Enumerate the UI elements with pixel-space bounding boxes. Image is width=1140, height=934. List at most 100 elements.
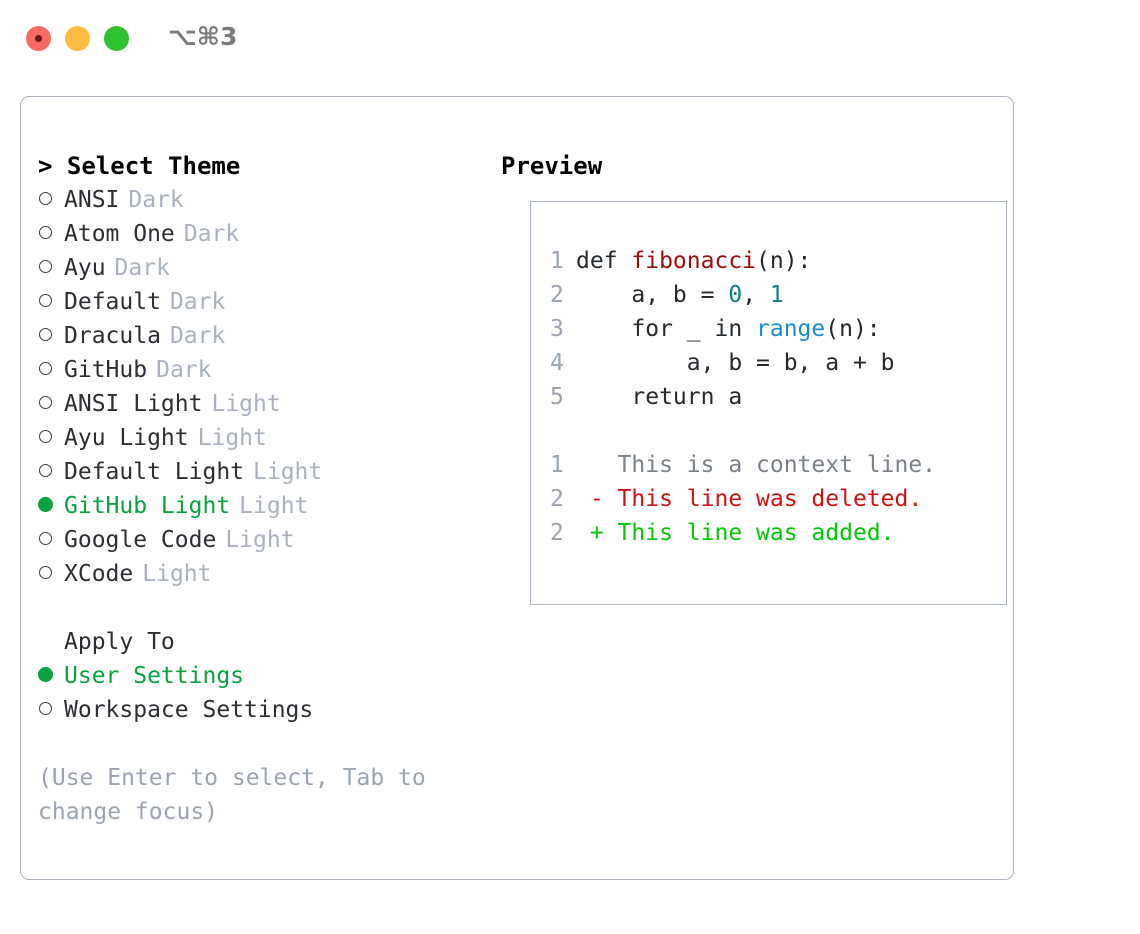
title-bar: ⌥⌘3 (0, 0, 1140, 78)
radio-ring-icon (39, 702, 52, 715)
preview-heading: Preview (501, 152, 603, 180)
line-number: 5 (550, 384, 564, 410)
line-number: 2 (550, 486, 564, 512)
theme-category-tag: Light (225, 527, 295, 553)
apply-to-heading: Apply To (64, 629, 175, 655)
line-number: 1 (550, 248, 564, 274)
radio-ring-icon (39, 566, 52, 579)
code-token: for _ in (576, 316, 757, 342)
code-gap (550, 414, 936, 448)
diff-line: 2 + This line was added. (550, 516, 936, 550)
code-token: , (742, 282, 770, 308)
theme-name: Default (64, 289, 161, 315)
radio-dot-icon (38, 497, 53, 512)
minimize-button[interactable] (65, 26, 90, 51)
apply-to-label: Workspace Settings (64, 697, 314, 723)
apply-to-label: User Settings (64, 663, 245, 689)
theme-list-item[interactable]: Ayu Dark (38, 251, 488, 285)
radio-ring-icon (39, 226, 52, 239)
diff-line: 2 - This line was deleted. (550, 482, 936, 516)
theme-list-item[interactable]: Default Light Light (38, 455, 488, 489)
theme-list-item[interactable]: XCode Light (38, 557, 488, 591)
theme-name: Atom One (64, 221, 175, 247)
code-token: This is a context line. (576, 452, 937, 478)
code-token: def (576, 248, 632, 274)
theme-list-item[interactable]: GitHub Light Light (38, 489, 488, 523)
theme-category-tag: Dark (156, 357, 212, 383)
theme-name: Ayu Light (64, 425, 189, 451)
code-token: fibonacci (631, 248, 757, 274)
theme-name: Google Code (64, 527, 217, 553)
radio-ring-icon (39, 192, 52, 205)
theme-list-item[interactable]: Atom One Dark (38, 217, 488, 251)
radio-ring-icon (39, 328, 52, 341)
theme-list-item[interactable]: Dracula Dark (38, 319, 488, 353)
theme-category-tag: Dark (169, 323, 226, 349)
line-number: 1 (550, 452, 564, 478)
theme-name: ANSI Light (64, 391, 203, 417)
diff-line: 1 This is a context line. (550, 448, 936, 482)
radio-dot-icon (38, 667, 53, 682)
theme-list-item[interactable]: Google Code Light (38, 523, 488, 557)
theme-name: Ayu (64, 255, 106, 281)
code-line: 2 a, b = 0, 1 (550, 278, 936, 312)
theme-list-item[interactable]: ANSI Dark (38, 183, 488, 217)
keyboard-shortcut-label: ⌥⌘3 (168, 22, 238, 51)
apply-to-item[interactable]: Workspace Settings (38, 693, 488, 727)
theme-list-item[interactable]: Default Dark (38, 285, 488, 319)
code-token: a, b = b, a + b (576, 350, 895, 376)
theme-category-tag: Dark (183, 221, 240, 247)
line-number: 2 (550, 520, 564, 546)
code-line: 4 a, b = b, a + b (550, 346, 936, 380)
code-line: 1 def fibonacci(n): (550, 244, 936, 278)
theme-category-tag: Dark (128, 187, 184, 213)
apply-to-item[interactable]: User Settings (38, 659, 488, 693)
theme-category-tag: Light (253, 459, 323, 485)
code-token: (n): (756, 248, 812, 274)
code-token: 0 (728, 282, 743, 308)
radio-ring-icon (39, 532, 52, 545)
maximize-button[interactable] (104, 26, 129, 51)
theme-name: GitHub (64, 357, 148, 383)
code-token: (n): (825, 316, 881, 342)
radio-ring-icon (39, 430, 52, 443)
radio-ring-icon (39, 260, 52, 273)
theme-name: ANSI (64, 187, 120, 213)
theme-name: Dracula (64, 323, 161, 349)
theme-category-tag: Dark (114, 255, 170, 281)
line-number: 4 (550, 350, 564, 376)
radio-ring-icon (39, 362, 52, 375)
radio-ring-icon (39, 464, 52, 477)
close-button[interactable] (26, 26, 51, 51)
keyboard-hint: (Use Enter to select, Tab to change focu… (38, 765, 440, 825)
theme-category-tag: Light (211, 391, 281, 417)
theme-category-tag: Light (142, 561, 212, 587)
theme-list-item[interactable]: GitHub Dark (38, 353, 488, 387)
window-controls (26, 26, 129, 51)
theme-category-tag: Dark (169, 289, 226, 315)
theme-name: XCode (64, 561, 134, 587)
radio-ring-icon (39, 396, 52, 409)
theme-name: GitHub Light (64, 493, 231, 519)
code-token: - This line was deleted. (576, 486, 923, 512)
code-token: + This line was added. (576, 520, 895, 546)
code-line: 5 return a (550, 380, 936, 414)
line-number: 2 (550, 282, 564, 308)
code-token: range (756, 316, 826, 342)
line-number: 3 (550, 316, 564, 342)
theme-name: Default Light (64, 459, 245, 485)
theme-list-item[interactable]: ANSI Light Light (38, 387, 488, 421)
select-theme-heading: > Select Theme (38, 152, 241, 180)
code-token: 1 (769, 282, 784, 308)
code-token: a, b = (576, 282, 729, 308)
theme-category-tag: Light (239, 493, 309, 519)
code-line: 3 for _ in range(n): (550, 312, 936, 346)
